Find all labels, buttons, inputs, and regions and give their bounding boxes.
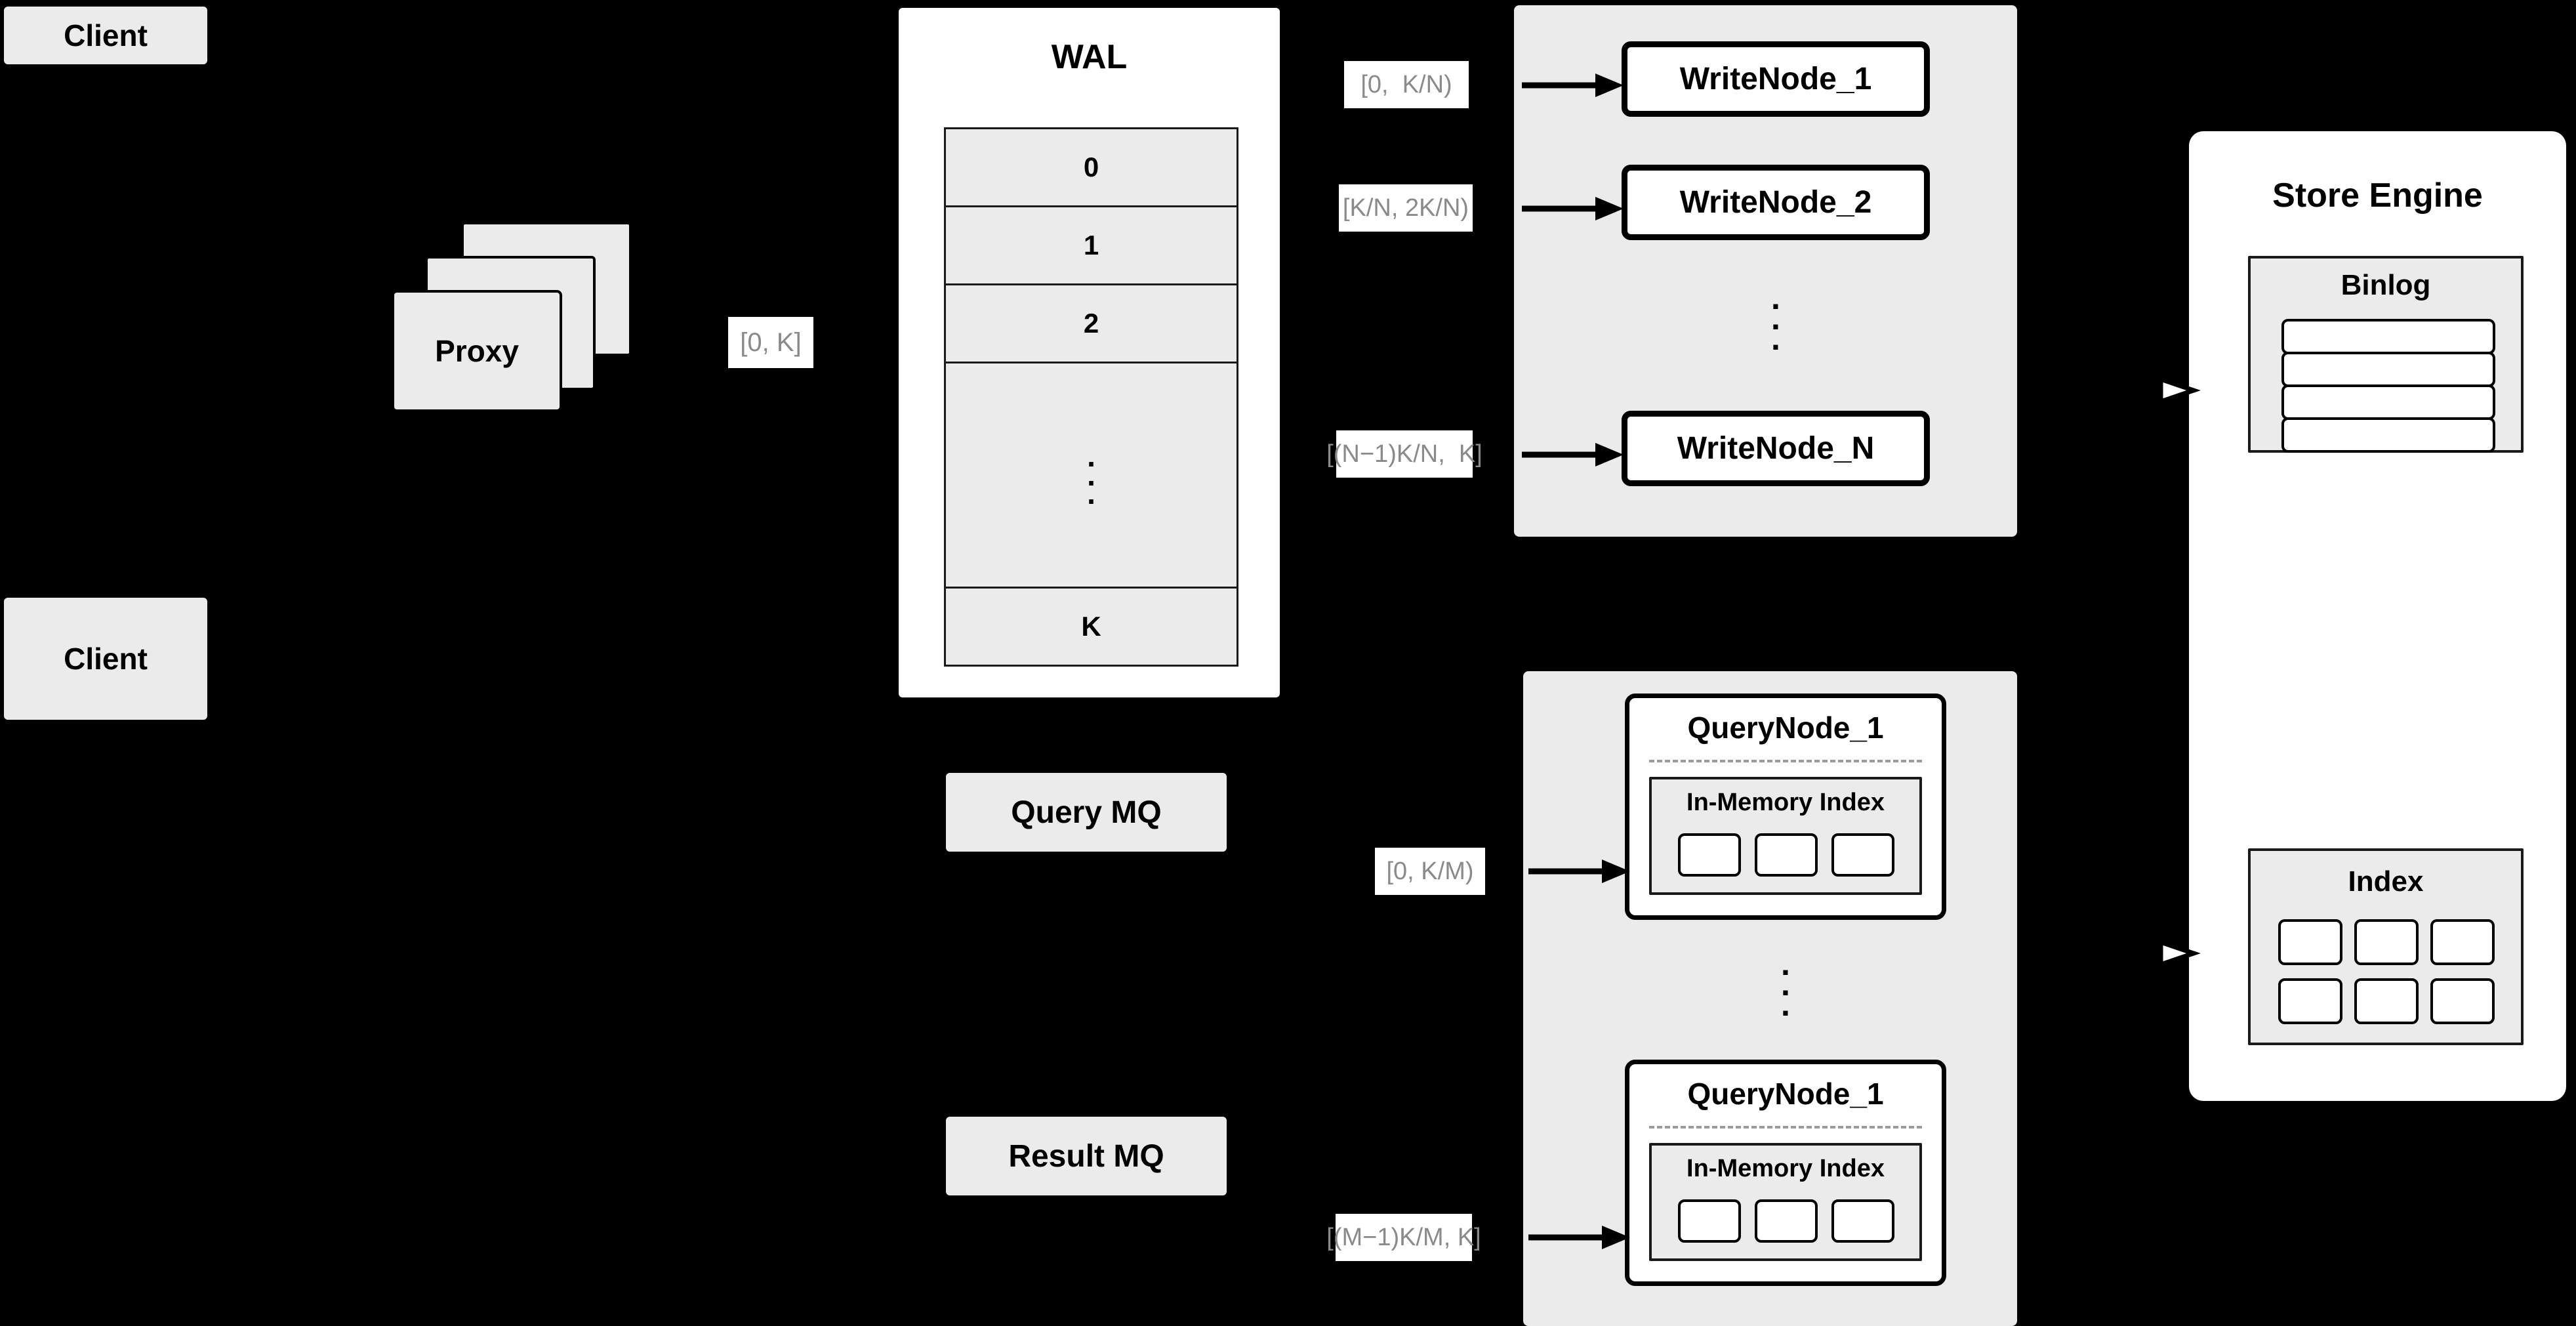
- write-node-n-range-label-text: [(N−1)K/N, K]: [1326, 440, 1482, 468]
- query-mq-label: Query MQ: [1011, 795, 1162, 830]
- store-engine-title-text: Store Engine: [2272, 176, 2483, 215]
- wal-row-label: 0: [1083, 152, 1099, 182]
- index-cell[interactable]: [2278, 919, 2342, 965]
- query-node-1-title: QueryNode_1: [1629, 707, 1942, 748]
- query-node-2-title-text: QueryNode_1: [1687, 1077, 1884, 1111]
- write-node-2-range-label-text: [K/N, 2K/N): [1342, 194, 1469, 222]
- mq-to-query-node-1-arrow: [1528, 860, 1630, 883]
- wal-panel: WAL 0 1 2 . . . K: [896, 5, 1282, 700]
- query-node-1-range-label: [0, K/M): [1375, 848, 1485, 895]
- index-cell[interactable]: [2430, 919, 2495, 965]
- query-node-1-title-text: QueryNode_1: [1687, 711, 1884, 745]
- binlog-row[interactable]: [2281, 352, 2495, 387]
- index-title-text: Index: [2348, 865, 2424, 898]
- index-cell-grid: [2278, 919, 2495, 1024]
- binlog-row[interactable]: [2281, 417, 2495, 453]
- write-node-n-label: WriteNode_N: [1677, 431, 1875, 466]
- wal-to-write-node-n-arrow: [1522, 443, 1624, 466]
- index-cell[interactable]: [2354, 978, 2419, 1024]
- proxy-to-wal-range-label-text: [0, K]: [740, 327, 802, 357]
- query-node-2-divider: [1649, 1126, 1922, 1129]
- query-node-group-ellipsis-text: . . .: [1781, 945, 1790, 1023]
- write-node-group-ellipsis-text: . . .: [1771, 280, 1780, 357]
- wal-row-list: 0 1 2 . . . K: [944, 127, 1238, 667]
- wal-row[interactable]: 2: [944, 283, 1238, 363]
- result-mq-label: Result MQ: [1008, 1138, 1164, 1174]
- wal-to-write-node-1-arrow: [1522, 73, 1624, 97]
- query-node-1-inmemory-index-panel: In-Memory Index: [1649, 777, 1922, 895]
- client-node-2[interactable]: Client: [4, 598, 207, 720]
- binlog-title: Binlog: [2251, 265, 2521, 306]
- write-node-1-label: WriteNode_1: [1679, 62, 1872, 96]
- query-node-1-divider: [1649, 760, 1922, 762]
- result-mq-node[interactable]: Result MQ: [946, 1117, 1227, 1195]
- wal-row-label: 1: [1083, 230, 1099, 260]
- client-node-2-label: Client: [64, 642, 148, 676]
- binlog-title-text: Binlog: [2341, 269, 2431, 301]
- write-node-2-range-label: [K/N, 2K/N): [1339, 184, 1473, 232]
- index-segment[interactable]: [1678, 1199, 1741, 1243]
- wal-to-write-node-2-arrow: [1522, 197, 1624, 220]
- query-node-group-ellipsis: . . .: [1625, 930, 1946, 1039]
- query-node-1-inmemory-index-title-text: In-Memory Index: [1687, 788, 1885, 816]
- query-node-2[interactable]: QueryNode_1 In-Memory Index: [1625, 1060, 1946, 1286]
- index-segment[interactable]: [1831, 833, 1894, 877]
- binlog-row[interactable]: [2281, 384, 2495, 420]
- index-segment[interactable]: [1755, 833, 1818, 877]
- query-node-2-range-label-text: [(M−1)K/M, K]: [1326, 1223, 1481, 1251]
- wal-row-ellipsis: . . .: [944, 362, 1238, 589]
- query-node-1[interactable]: QueryNode_1 In-Memory Index: [1625, 694, 1946, 920]
- store-engine-title: Store Engine: [2189, 172, 2566, 219]
- query-node-2-inmemory-index-title-text: In-Memory Index: [1687, 1154, 1885, 1182]
- wal-row-ellipsis-text: . . .: [1087, 439, 1095, 511]
- wal-title: WAL: [899, 34, 1280, 80]
- index-segment[interactable]: [1831, 1199, 1894, 1243]
- binlog-row[interactable]: [2281, 319, 2495, 354]
- client-node-1[interactable]: Client: [4, 7, 207, 64]
- write-node-1-range-label-text: [0, K/N): [1360, 70, 1452, 98]
- index-segment[interactable]: [1678, 833, 1741, 877]
- proxy-node[interactable]: Proxy: [392, 290, 562, 412]
- write-node-n-range-label: [(N−1)K/N, K]: [1326, 430, 1482, 478]
- wal-title-text: WAL: [1051, 38, 1128, 76]
- wal-row-label: K: [1081, 611, 1101, 642]
- query-node-group: QueryNode_1 In-Memory Index . . . QueryN: [1523, 671, 2017, 1326]
- wal-row-label: 2: [1083, 308, 1099, 339]
- proxy-to-wal-range-label: [0, K]: [728, 317, 813, 368]
- write-node-2-label: WriteNode_2: [1679, 185, 1872, 220]
- wal-row[interactable]: 0: [944, 127, 1238, 207]
- binlog-panel: Binlog: [2248, 256, 2524, 453]
- index-segment[interactable]: [1755, 1199, 1818, 1243]
- write-node-1-range-label: [0, K/N): [1344, 61, 1469, 108]
- mq-to-query-node-2-arrow: [1528, 1226, 1630, 1249]
- client-node-1-label: Client: [64, 18, 148, 52]
- wal-row[interactable]: K: [944, 587, 1238, 667]
- index-title: Index: [2251, 861, 2521, 902]
- binlog-row-list: [2281, 319, 2495, 453]
- proxy-node-label: Proxy: [435, 334, 519, 368]
- write-node-1[interactable]: WriteNode_1: [1622, 41, 1930, 117]
- query-node-2-title: QueryNode_1: [1629, 1073, 1942, 1114]
- write-node-group: WriteNode_1 WriteNode_2 . . . WriteNode_…: [1514, 5, 2017, 537]
- query-to-index-arrow: [2106, 939, 2201, 968]
- store-engine-panel: Store Engine Binlog Index: [2189, 131, 2566, 1101]
- index-panel: Index: [2248, 848, 2524, 1045]
- query-node-1-inmemory-index-title: In-Memory Index: [1652, 785, 1919, 820]
- query-node-1-range-label-text: [0, K/M): [1386, 857, 1474, 885]
- query-node-2-range-label: [(M−1)K/M, K]: [1326, 1214, 1481, 1261]
- index-cell[interactable]: [2354, 919, 2419, 965]
- write-node-2[interactable]: WriteNode_2: [1622, 165, 1930, 240]
- write-to-binlog-arrow: [2106, 376, 2201, 405]
- query-node-2-inmemory-index-panel: In-Memory Index: [1649, 1143, 1922, 1261]
- wal-row[interactable]: 1: [944, 205, 1238, 285]
- proxy-stack[interactable]: Proxy: [377, 217, 672, 433]
- query-mq-node[interactable]: Query MQ: [946, 773, 1227, 852]
- query-node-1-index-segments: [1678, 833, 1894, 879]
- write-node-group-ellipsis: . . .: [1622, 264, 1930, 373]
- write-node-n[interactable]: WriteNode_N: [1622, 411, 1930, 486]
- index-cell[interactable]: [2430, 978, 2495, 1024]
- index-cell[interactable]: [2278, 978, 2342, 1024]
- query-node-2-inmemory-index-title: In-Memory Index: [1652, 1151, 1919, 1186]
- query-node-2-index-segments: [1678, 1199, 1894, 1245]
